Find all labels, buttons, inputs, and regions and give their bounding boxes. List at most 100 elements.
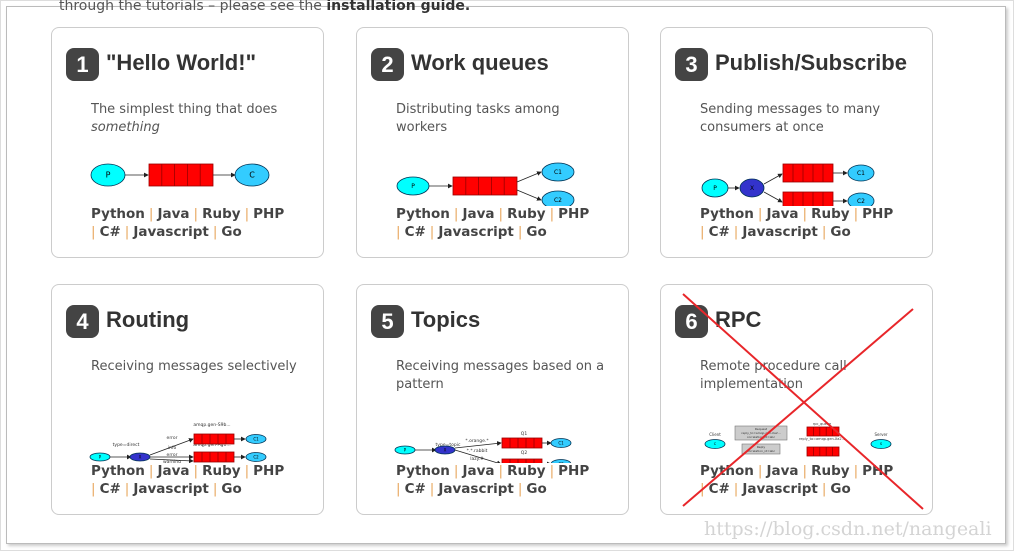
diagram-label: rpc_queue: [813, 422, 831, 426]
queue: [193, 451, 235, 463]
lang-link-javascript[interactable]: Javascript: [133, 224, 209, 240]
lang-link-csharp[interactable]: C#: [708, 481, 730, 497]
description-text: Remote procedure call implementation: [700, 359, 847, 392]
lang-link-go[interactable]: Go: [830, 481, 851, 497]
node: [245, 434, 267, 444]
lang-link-javascript[interactable]: Javascript: [438, 481, 514, 497]
tutorial-title-link[interactable]: "Hello World!": [106, 50, 257, 75]
lang-link-python[interactable]: Python: [700, 463, 754, 479]
lang-link-java[interactable]: Java: [766, 463, 799, 479]
tutorial-title-link[interactable]: Publish/Subscribe: [715, 50, 907, 75]
lang-link-python[interactable]: Python: [396, 463, 450, 479]
lang-link-java[interactable]: Java: [462, 206, 495, 222]
lang-link-python[interactable]: Python: [91, 463, 145, 479]
lang-link-csharp[interactable]: C#: [708, 224, 730, 240]
lang-link-php[interactable]: PHP: [862, 206, 894, 222]
lang-link-php[interactable]: PHP: [253, 206, 285, 222]
queue: [193, 433, 235, 445]
node: [739, 178, 765, 198]
lang-link-javascript[interactable]: Javascript: [742, 481, 818, 497]
lang-link-python[interactable]: Python: [396, 206, 450, 222]
separator: |: [700, 224, 705, 240]
separator: |: [802, 463, 808, 479]
lang-link-go[interactable]: Go: [526, 224, 547, 240]
lang-link-php[interactable]: PHP: [558, 463, 590, 479]
description-text: Receiving messages based on a pattern: [396, 359, 605, 392]
separator: |: [148, 463, 154, 479]
node: [550, 459, 572, 463]
lang-link-ruby[interactable]: Ruby: [507, 206, 546, 222]
lang-link-python[interactable]: Python: [91, 206, 145, 222]
separator: |: [498, 463, 504, 479]
lang-link-ruby[interactable]: Ruby: [507, 463, 546, 479]
separator: |: [757, 463, 763, 479]
lang-link-java[interactable]: Java: [157, 206, 190, 222]
node-label: C2: [857, 198, 865, 205]
language-links: Python|Java|Ruby|PHP|C#|Javascript|Go: [700, 205, 915, 241]
lang-link-javascript[interactable]: Javascript: [742, 224, 818, 240]
queue: [806, 446, 840, 457]
lang-link-javascript[interactable]: Javascript: [133, 481, 209, 497]
lang-link-csharp[interactable]: C#: [99, 224, 121, 240]
separator: |: [549, 463, 555, 479]
queue: [148, 163, 214, 187]
description-text: Sending messages to many consumers at on…: [700, 102, 881, 135]
lang-link-php[interactable]: PHP: [253, 463, 285, 479]
tutorial-description: Remote procedure call implementation: [700, 358, 915, 394]
lang-link-php[interactable]: PHP: [558, 206, 590, 222]
diagram-label: type=direct: [113, 442, 140, 448]
diagram-label: Q1: [521, 431, 528, 437]
lang-link-php[interactable]: PHP: [862, 463, 894, 479]
tutorial-title-link[interactable]: RPC: [715, 307, 762, 332]
separator: |: [517, 481, 523, 497]
tutorial-description: Distributing tasks among workers: [396, 101, 611, 137]
lang-link-ruby[interactable]: Ruby: [811, 463, 850, 479]
queue: [782, 191, 834, 206]
node-label: C2: [558, 461, 564, 463]
separator: |: [733, 224, 739, 240]
description-text: Receiving messages selectively: [91, 359, 297, 374]
lang-link-go[interactable]: Go: [830, 224, 851, 240]
tutorial-description: Receiving messages selectively: [91, 358, 306, 376]
language-links: Python|Java|Ruby|PHP|C#|Javascript|Go: [91, 462, 306, 498]
lang-link-go[interactable]: Go: [526, 481, 547, 497]
lang-link-python[interactable]: Python: [700, 206, 754, 222]
separator: |: [853, 463, 859, 479]
lang-link-java[interactable]: Java: [766, 206, 799, 222]
lang-link-javascript[interactable]: Javascript: [438, 224, 514, 240]
lang-link-ruby[interactable]: Ruby: [202, 206, 241, 222]
tutorial-title-link[interactable]: Routing: [106, 307, 190, 332]
tutorial-number-badge: 1: [66, 48, 99, 81]
lang-link-ruby[interactable]: Ruby: [811, 206, 850, 222]
lang-link-csharp[interactable]: C#: [404, 224, 426, 240]
diagram-label: error: [167, 435, 178, 441]
lang-link-go[interactable]: Go: [221, 481, 242, 497]
tutorial-title-link[interactable]: Work queues: [411, 50, 549, 75]
lang-link-java[interactable]: Java: [157, 463, 190, 479]
intro-text: through the tutorials – please see the i…: [59, 0, 470, 14]
lang-link-csharp[interactable]: C#: [99, 481, 121, 497]
queue: [782, 163, 834, 183]
node: [541, 162, 575, 182]
node-label: P: [404, 447, 407, 452]
lang-link-csharp[interactable]: C#: [404, 481, 426, 497]
tutorial-number-badge: 6: [675, 305, 708, 338]
node-label: C1: [554, 169, 562, 176]
diagram-label: lazy.#: [470, 456, 484, 462]
installation-guide-link[interactable]: installation guide.: [326, 0, 471, 14]
node-label: P: [106, 171, 111, 180]
tutorial-card-4: 4 Routing Receiving messages selectively…: [51, 284, 324, 515]
node-label: P: [99, 454, 102, 459]
node-label: C2: [253, 454, 259, 459]
lang-link-go[interactable]: Go: [221, 224, 242, 240]
lang-link-ruby[interactable]: Ruby: [202, 463, 241, 479]
node-label: C: [249, 171, 255, 180]
tutorial-title-link[interactable]: Topics: [411, 307, 481, 332]
node-label: X: [750, 185, 754, 192]
tutorial-description: The simplest thing that does something: [91, 101, 306, 137]
lang-link-java[interactable]: Java: [462, 463, 495, 479]
tutorial-card-5: 5 Topics Receiving messages based on a p…: [356, 284, 629, 515]
separator: |: [498, 206, 504, 222]
